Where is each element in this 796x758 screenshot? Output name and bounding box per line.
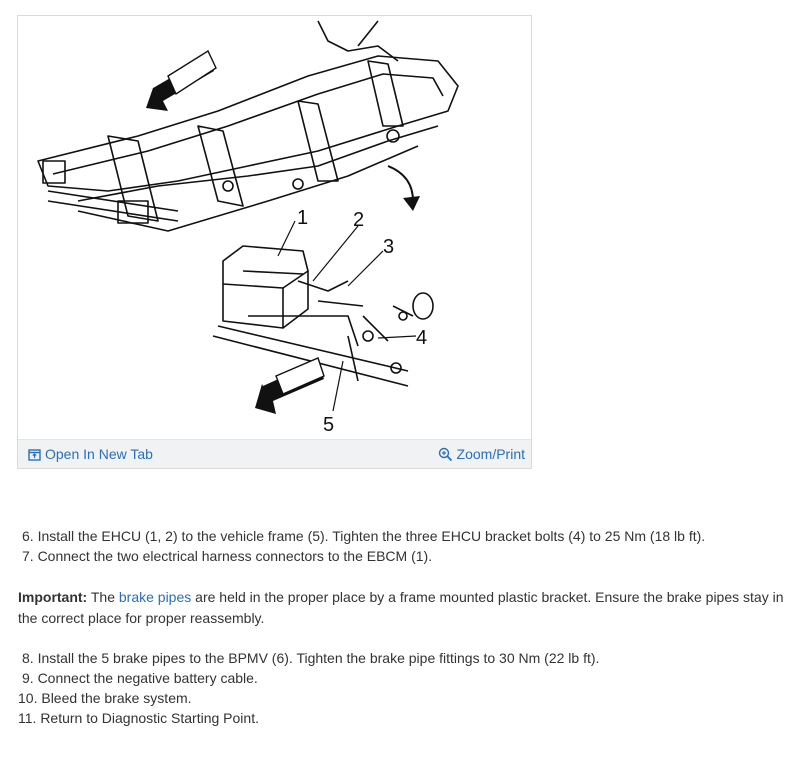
important-note: Important: The brake pipes are held in t…	[18, 587, 793, 629]
step-9: 9. Connect the negative battery cable.	[22, 670, 258, 686]
zoom-print-link[interactable]: Zoom/Print	[438, 446, 525, 462]
ehcu-frame-diagram: 1 2 3 4 5	[37, 20, 459, 436]
figure-toolbar: Open In New Tab Zoom/Print	[18, 439, 531, 468]
zoom-print-label: Zoom/Print	[456, 446, 525, 462]
callout-4: 4	[416, 327, 427, 349]
open-in-new-tab-link[interactable]: Open In New Tab	[28, 446, 153, 462]
important-label: Important:	[18, 589, 88, 605]
open-in-new-tab-label: Open In New Tab	[45, 446, 153, 462]
step-10: 10. Bleed the brake system.	[18, 690, 192, 706]
step-7: 7. Connect the two electrical harness co…	[22, 548, 433, 564]
callout-2: 2	[353, 209, 364, 231]
callout-3: 3	[383, 236, 394, 258]
callout-1: 1	[297, 207, 308, 229]
step-6: 6. Install the EHCU (1, 2) to the vehicl…	[22, 528, 706, 544]
step-11: 11. Return to Diagnostic Starting Point.	[18, 710, 259, 726]
important-text-before: The	[90, 589, 115, 605]
zoom-magnifier-icon	[438, 447, 453, 462]
open-new-tab-icon	[28, 448, 41, 461]
step-8: 8. Install the 5 brake pipes to the BPMV…	[22, 650, 600, 666]
diagram-figure: 1 2 3 4 5 Open In New Tab	[17, 15, 532, 469]
important-text-after: are held in the proper place by a frame …	[18, 589, 784, 626]
brake-pipes-link[interactable]: brake pipes	[118, 589, 192, 605]
callout-5: 5	[323, 414, 334, 436]
